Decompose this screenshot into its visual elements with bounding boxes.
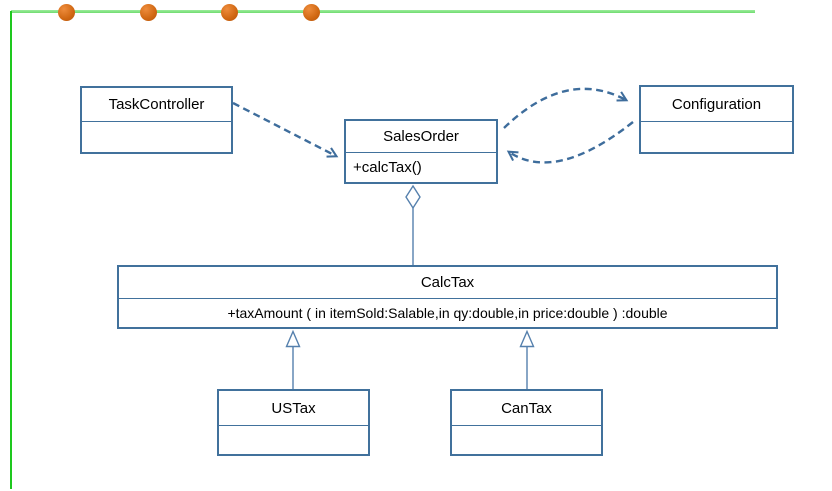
class-members-empty: [452, 426, 601, 454]
aggregation-connector-salesorder-calctax[interactable]: [405, 184, 421, 265]
open-triangle-icon: [285, 329, 301, 348]
generalization-connector-ustax-calctax[interactable]: [285, 329, 301, 390]
class-box-configuration[interactable]: Configuration: [639, 85, 794, 154]
class-title: CanTax: [452, 391, 601, 426]
class-members-empty: [219, 426, 368, 454]
class-box-taskcontroller[interactable]: TaskController: [80, 86, 233, 154]
edit-point-handle[interactable]: [139, 4, 157, 21]
class-title: CalcTax: [119, 267, 776, 299]
class-operation: +calcTax(): [353, 159, 422, 176]
class-members-empty: [641, 122, 792, 152]
green-line-vertical: [10, 11, 12, 489]
edit-point-handle[interactable]: [57, 4, 75, 21]
dependency-arrow-configuration-salesorder[interactable]: [506, 121, 634, 164]
class-title: Configuration: [641, 87, 792, 122]
class-operation: +taxAmount ( in itemSold:Salable,in qy:d…: [227, 305, 668, 321]
dependency-arrow-taskcontroller-salesorder[interactable]: [232, 101, 339, 158]
class-box-calctax[interactable]: CalcTax +taxAmount ( in itemSold:Salable…: [117, 265, 778, 329]
edit-point-handle[interactable]: [220, 4, 238, 21]
open-diamond-icon: [405, 184, 421, 210]
class-title: SalesOrder: [346, 121, 496, 153]
green-line-horizontal: [11, 10, 755, 13]
class-box-ustax[interactable]: USTax: [217, 389, 370, 456]
edit-point-handle[interactable]: [302, 4, 320, 21]
class-box-cantax[interactable]: CanTax: [450, 389, 603, 456]
generalization-connector-cantax-calctax[interactable]: [519, 329, 535, 390]
class-title: USTax: [219, 391, 368, 426]
dependency-arrow-salesorder-configuration[interactable]: [503, 87, 629, 129]
open-triangle-icon: [519, 329, 535, 348]
class-title: TaskController: [82, 88, 231, 122]
class-box-salesorder[interactable]: SalesOrder +calcTax(): [344, 119, 498, 184]
class-members-empty: [82, 122, 231, 152]
